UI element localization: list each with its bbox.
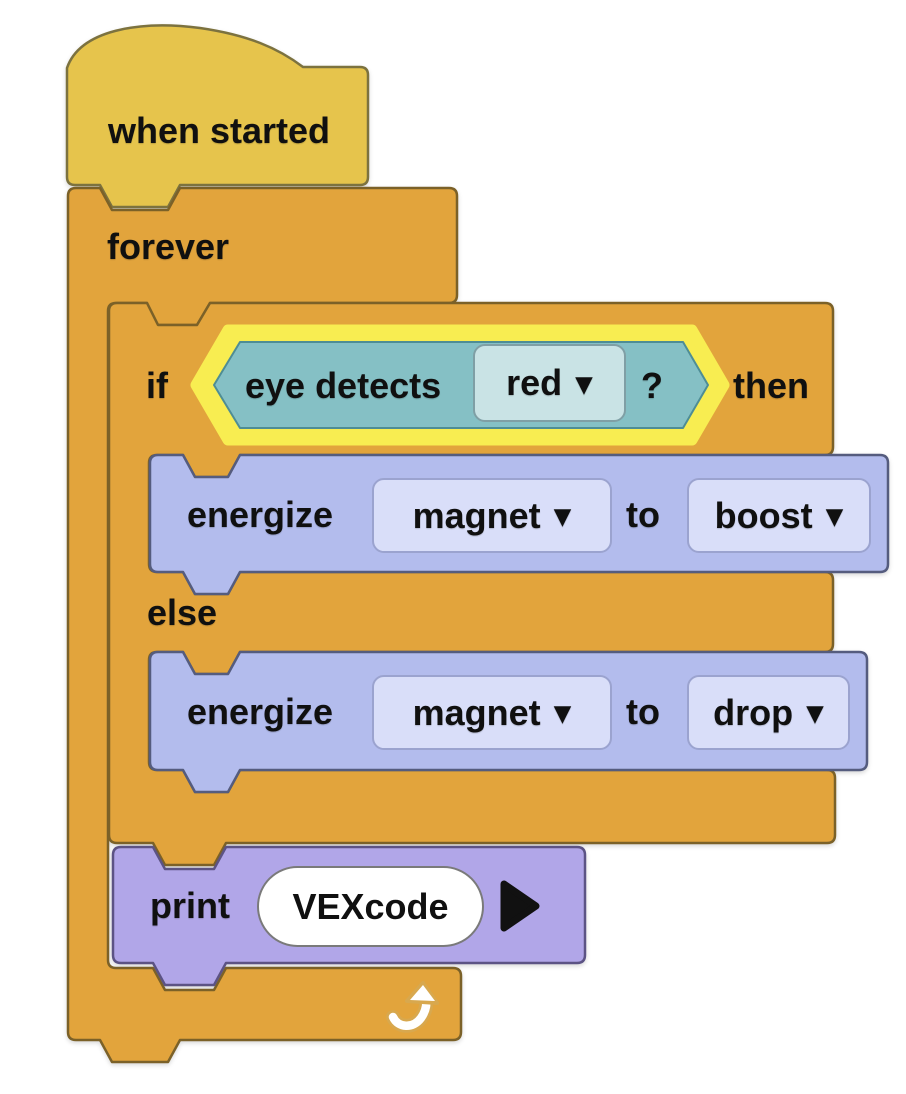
dropdown-value: magnet	[412, 494, 541, 536]
when-started-block[interactable]	[65, 24, 370, 209]
dropdown-caret-icon: ▼	[575, 371, 593, 398]
mode-dropdown-drop[interactable]: drop ▼	[687, 675, 850, 750]
print-value-text: VEXcode	[292, 885, 449, 927]
loop-arrow-icon	[386, 981, 439, 1033]
device-dropdown-magnet[interactable]: magnet ▼	[372, 675, 612, 750]
forever-block[interactable]	[66, 186, 463, 1064]
dropdown-value: boost	[714, 494, 813, 536]
mode-dropdown-boost[interactable]: boost ▼	[687, 478, 871, 553]
forever-label: forever	[107, 226, 230, 267]
question-mark-label: ?	[641, 365, 663, 406]
dropdown-value: magnet	[412, 691, 541, 733]
to-label: to	[626, 494, 660, 535]
eye-detects-label: eye detects	[245, 365, 442, 406]
then-label: then	[733, 365, 809, 406]
dropdown-caret-icon: ▼	[825, 504, 844, 530]
to-label: to	[626, 691, 660, 732]
when-started-label: when started	[108, 110, 331, 151]
print-value-field[interactable]: VEXcode	[257, 866, 484, 947]
device-dropdown-magnet[interactable]: magnet ▼	[372, 478, 612, 553]
expand-arrow-icon[interactable]	[500, 880, 540, 932]
dropdown-value: red	[506, 362, 563, 403]
energize-label: energize	[187, 691, 334, 732]
eye-color-dropdown[interactable]: red ▼	[473, 344, 626, 422]
energize-label: energize	[187, 494, 334, 535]
dropdown-value: drop	[713, 691, 794, 733]
else-label: else	[147, 592, 218, 633]
if-label: if	[146, 365, 168, 406]
dropdown-caret-icon: ▼	[806, 701, 824, 727]
print-label: print	[150, 885, 230, 926]
dropdown-caret-icon: ▼	[553, 701, 572, 727]
dropdown-caret-icon: ▼	[553, 504, 572, 530]
